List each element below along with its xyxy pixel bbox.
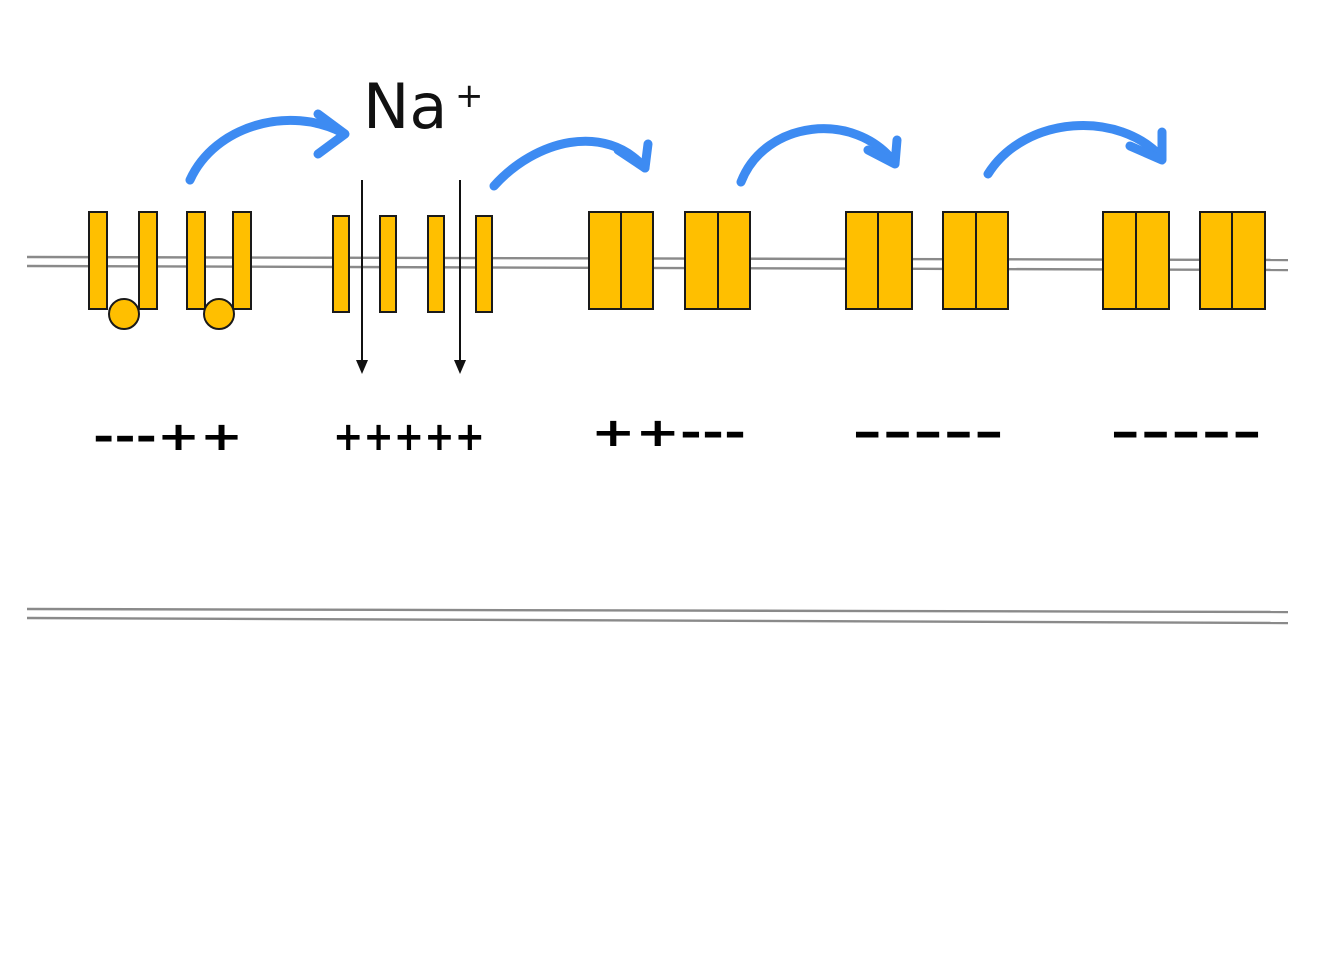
propagation-arrow-2 <box>489 136 653 191</box>
charge-label-segment-1: ---++ <box>93 414 243 460</box>
closed-channel-4b <box>942 211 1009 310</box>
ion-charge-superscript: + <box>455 76 484 116</box>
ion-label: Na <box>363 70 447 143</box>
inactivated-channel-2 <box>186 211 252 330</box>
propagation-arrow-1 <box>185 109 350 185</box>
closed-channel-5a <box>1102 211 1170 310</box>
open-channel-2 <box>427 215 493 313</box>
lower-membrane <box>26 607 1289 625</box>
closed-channel-3b <box>684 211 751 310</box>
charge-label-segment-3: ++--- <box>591 410 746 456</box>
sodium-influx-arrow-2 <box>454 180 466 374</box>
sodium-influx-arrow-1 <box>356 180 368 374</box>
closed-channel-5b <box>1199 211 1266 310</box>
charge-label-segment-4: ----- <box>852 410 1004 456</box>
inactivated-channel-1 <box>88 211 158 330</box>
propagation-arrow-3 <box>736 124 902 187</box>
charge-label-segment-2: +++++ <box>333 414 485 460</box>
closed-channel-4a <box>845 211 913 310</box>
open-channel-1 <box>332 215 397 313</box>
upper-membrane <box>26 255 1289 272</box>
charge-label-segment-5: ----- <box>1110 410 1262 456</box>
propagation-arrow-4 <box>983 121 1167 179</box>
closed-channel-3a <box>588 211 654 310</box>
